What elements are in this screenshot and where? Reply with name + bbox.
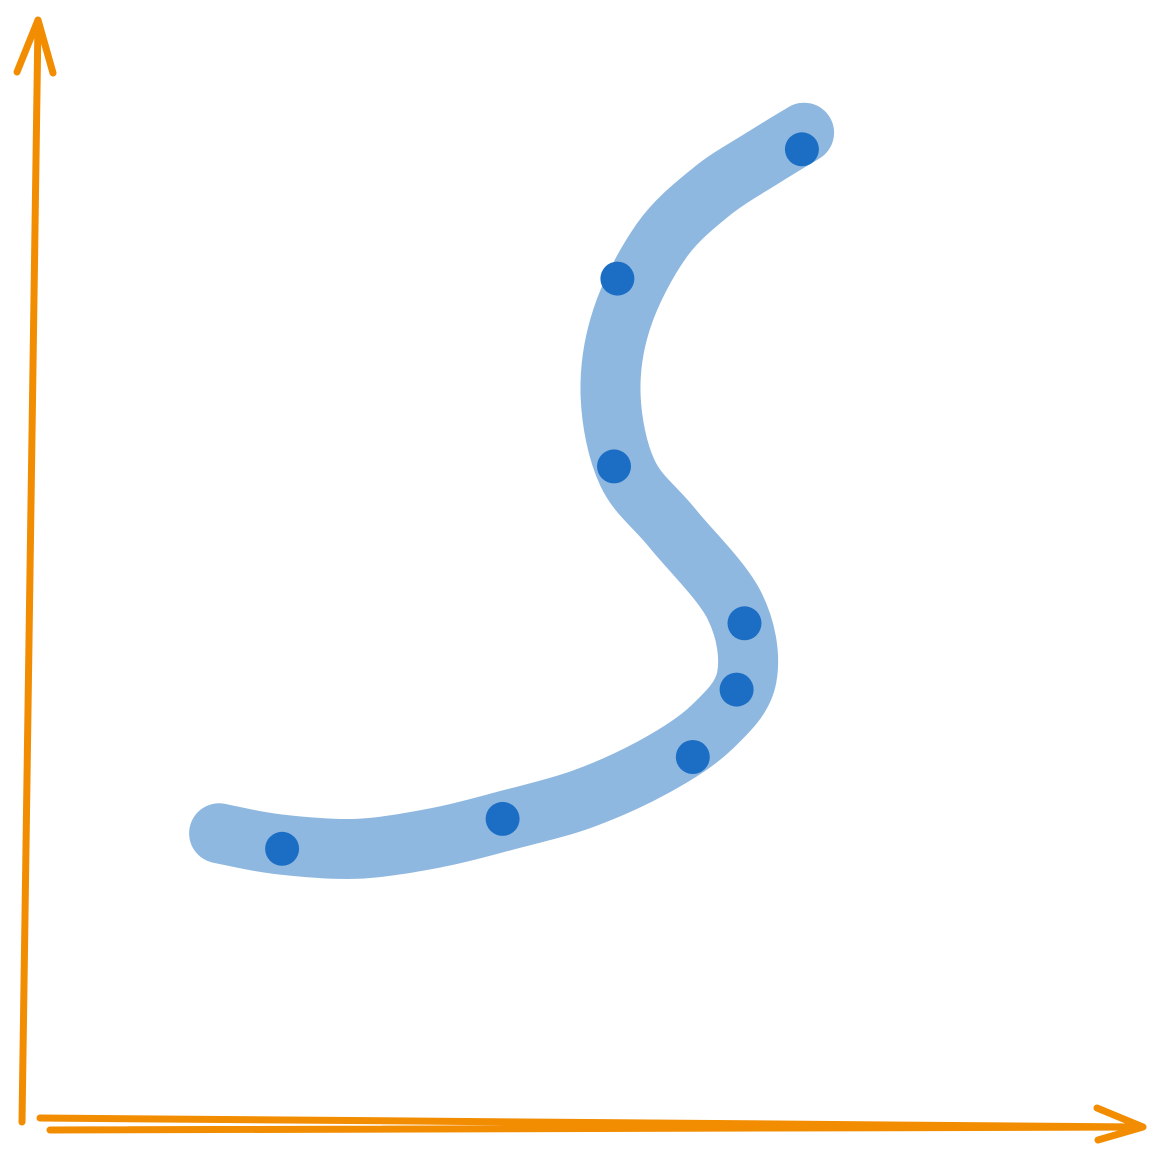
x-axis-line: [36, 1114, 1144, 1134]
trend-band: [189, 102, 835, 880]
y-axis-line: [18, 18, 42, 1126]
y-axis-arrowhead: [13, 16, 57, 77]
data-point-4: [719, 672, 754, 707]
data-point-8: [784, 132, 819, 167]
trend-band-layer: [189, 102, 835, 880]
data-points-layer: [265, 132, 819, 866]
data-point-6: [597, 449, 631, 484]
data-point-3: [675, 740, 710, 774]
data-point-7: [600, 261, 635, 296]
data-point-2: [485, 801, 520, 836]
axes-layer: [13, 16, 1147, 1144]
data-point-5: [727, 606, 762, 641]
x-axis-arrowhead: [1093, 1104, 1147, 1144]
data-point-1: [265, 831, 300, 866]
